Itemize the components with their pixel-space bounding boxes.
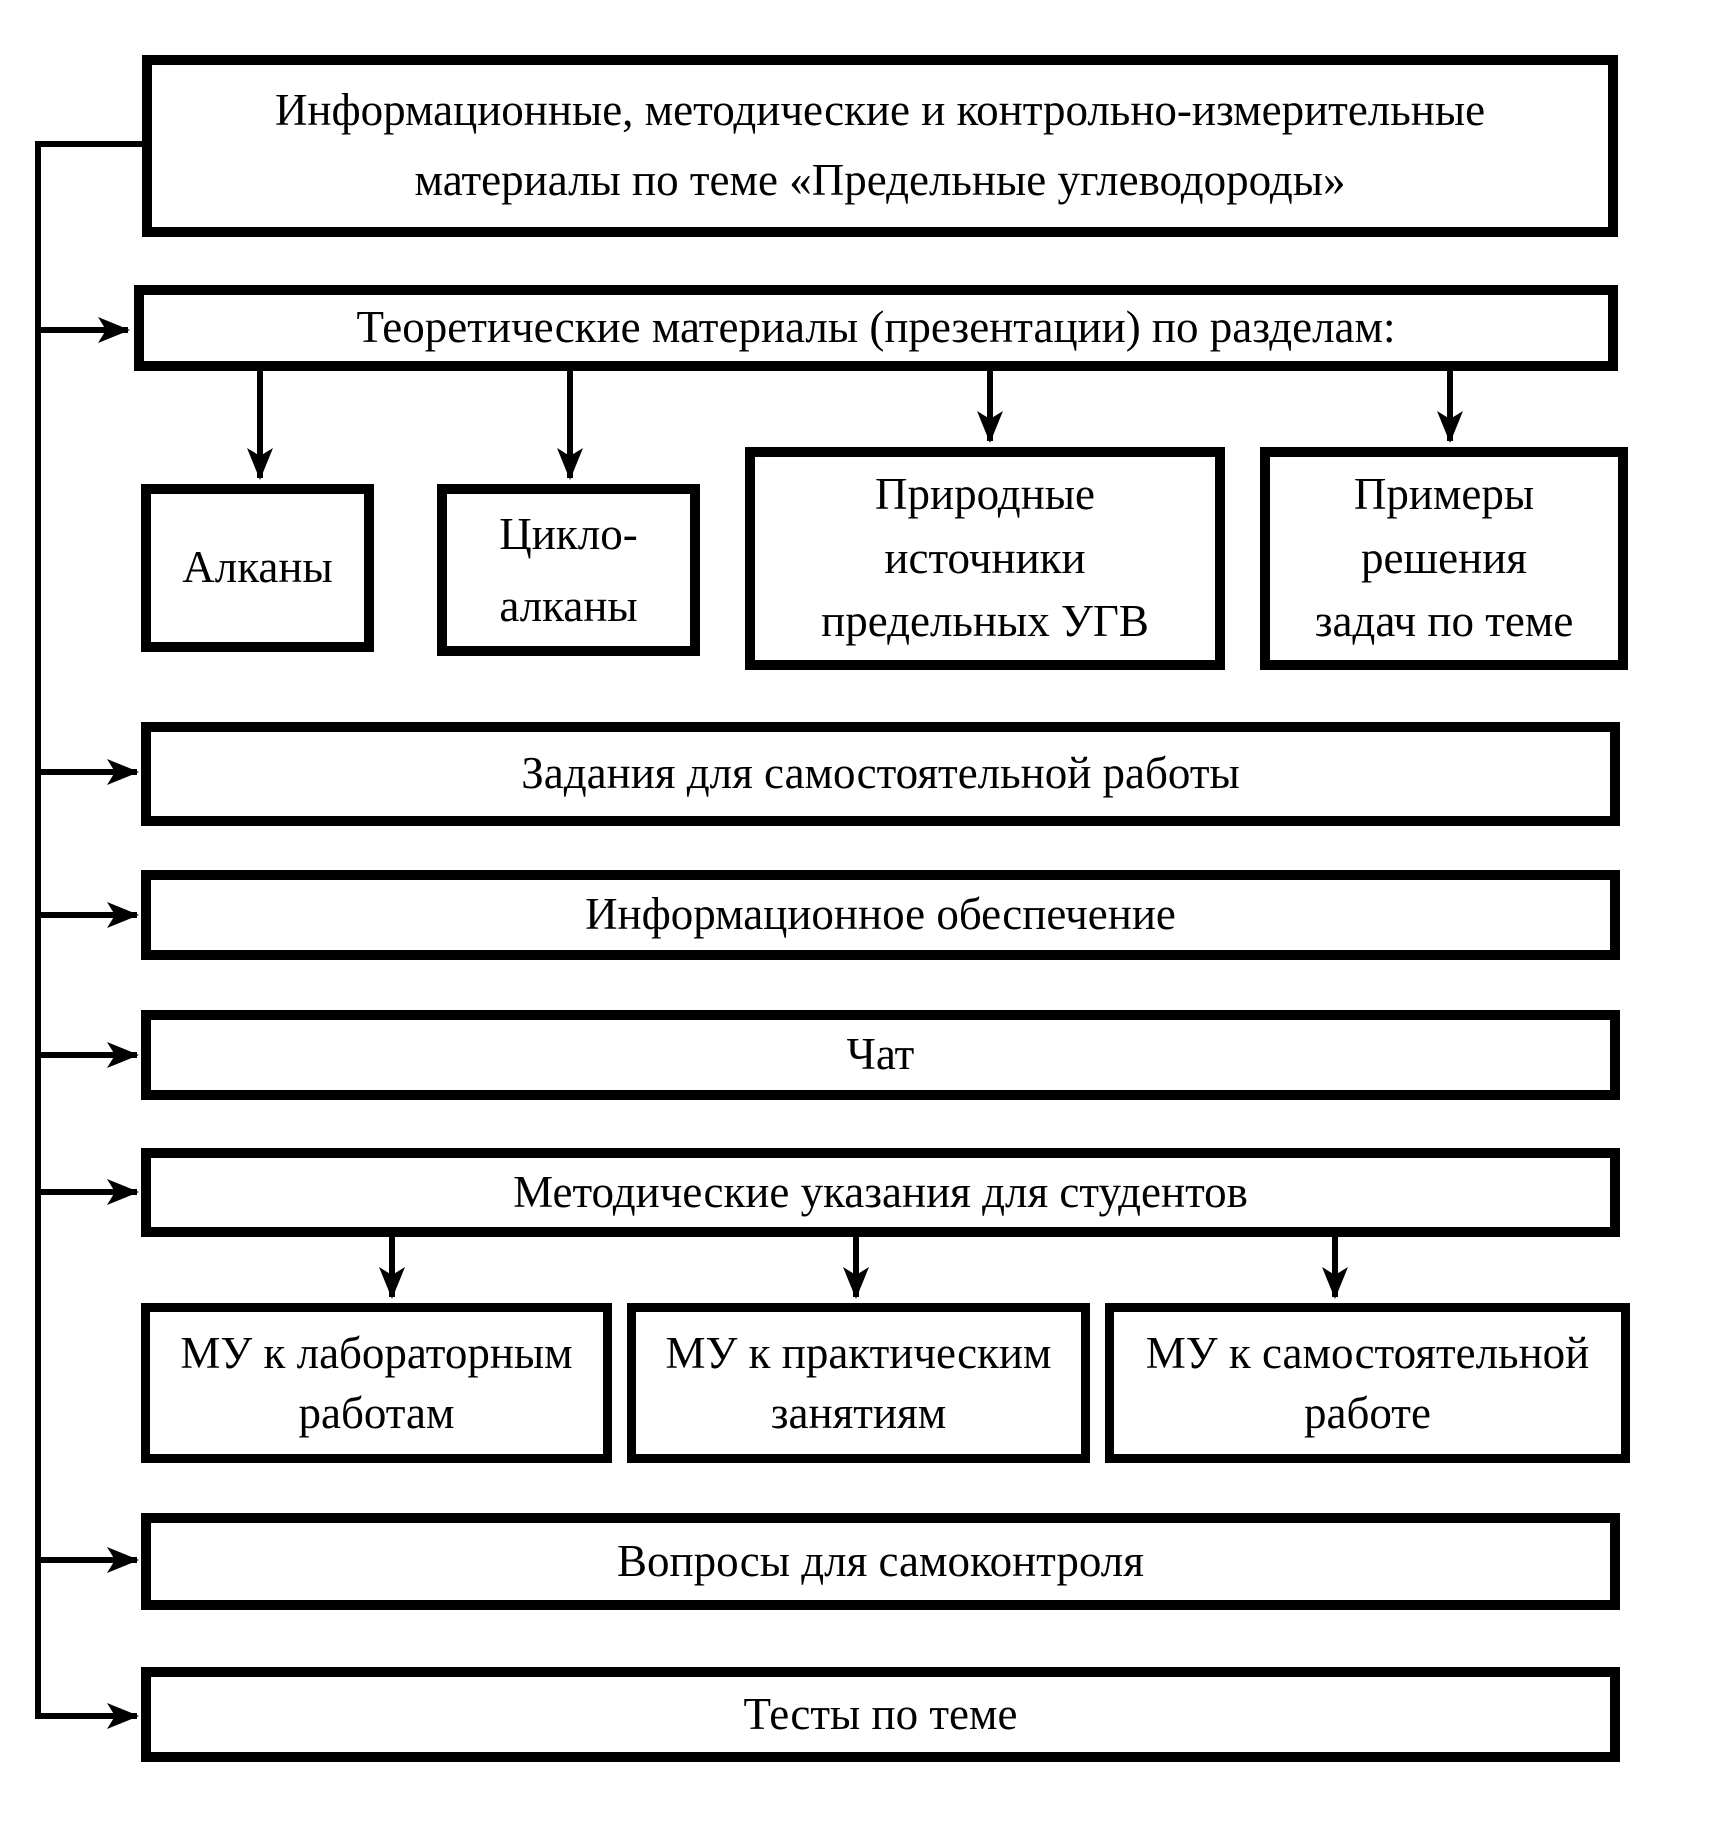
alkanes-box: Алканы — [141, 484, 374, 652]
guidelines-box: Методические указания для студентов — [141, 1148, 1620, 1237]
natural-sources-box: Природные источники предельных УГВ — [745, 447, 1225, 670]
theory-materials-box: Теоретические материалы (презентации) по… — [134, 285, 1618, 371]
mu-lab-box: МУ к лабораторным работам — [141, 1303, 612, 1463]
information-support-box: Информационное обеспечение — [141, 870, 1620, 960]
solution-examples-box: Примеры решения задач по теме — [1260, 447, 1628, 670]
mu-selfwork-box: МУ к самостоятельной работе — [1105, 1303, 1630, 1463]
tests-box: Тесты по теме — [141, 1667, 1620, 1762]
title-box: Информационные, методические и контрольн… — [142, 55, 1618, 237]
cycloalkanes-box: Цикло- алканы — [437, 484, 700, 656]
selfwork-tasks-box: Задания для самостоятельной работы — [141, 722, 1620, 826]
spine-connector — [35, 141, 142, 1716]
mu-practice-box: МУ к практическим занятиям — [627, 1303, 1090, 1463]
chat-box: Чат — [141, 1010, 1620, 1100]
selfcheck-questions-box: Вопросы для самоконтроля — [141, 1513, 1620, 1610]
